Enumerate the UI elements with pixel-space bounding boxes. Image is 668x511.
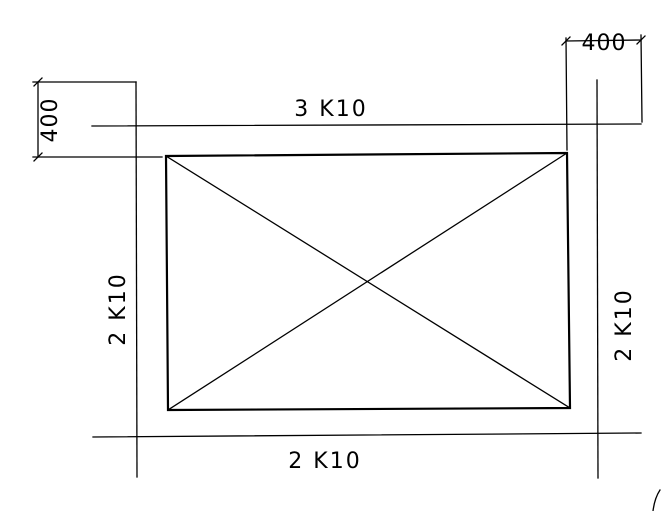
label-top-bars: 3 K10 bbox=[294, 97, 367, 122]
right-bar-line bbox=[596, 79, 599, 479]
opening bbox=[164, 151, 572, 412]
dim-tick bbox=[636, 35, 646, 45]
dim-tick bbox=[561, 36, 571, 46]
reinforcement-bars bbox=[91, 79, 642, 479]
dimension-top-right: 400 bbox=[561, 31, 646, 151]
bottom-bar-line bbox=[92, 432, 642, 438]
top-bar-line bbox=[91, 123, 642, 127]
opening-diagonal-1 bbox=[165, 155, 571, 409]
left-bar-line bbox=[135, 81, 138, 478]
dim-tick bbox=[33, 77, 43, 87]
dim-extension-line bbox=[640, 34, 643, 123]
label-right-bars: 2 K10 bbox=[612, 288, 637, 361]
dim-tick bbox=[33, 152, 43, 162]
dim-extension-line bbox=[565, 37, 568, 151]
label-left-bars: 2 K10 bbox=[106, 272, 131, 345]
dimension-top-left: 400 bbox=[32, 77, 163, 162]
dimension-label-top-right: 400 bbox=[582, 31, 627, 56]
pen-stroke-mark bbox=[652, 489, 661, 511]
opening-diagonal-2 bbox=[167, 152, 568, 411]
dim-line bbox=[565, 39, 642, 42]
dimension-label-top-left: 400 bbox=[38, 98, 63, 143]
label-bottom-bars: 2 K10 bbox=[288, 449, 361, 474]
